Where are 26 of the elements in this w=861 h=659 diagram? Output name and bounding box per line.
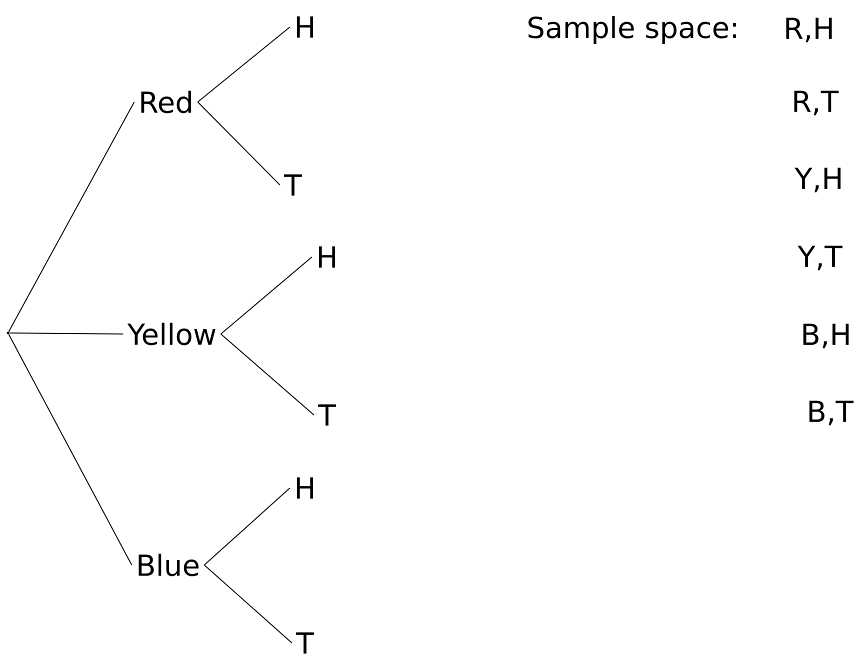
- branch-line: [8, 102, 135, 332]
- branch-label: Blue: [138, 554, 199, 576]
- sample-outcome: B,T: [809, 400, 854, 426]
- sample-space-heading: Sample space:: [528, 16, 736, 44]
- branch-line: [204, 488, 290, 566]
- branch-line: [197, 26, 290, 102]
- outcome-label: T: [284, 174, 302, 196]
- branch-line: [204, 564, 292, 644]
- branch-line: [220, 334, 314, 416]
- branch-line: [8, 334, 132, 566]
- outcome-label: H: [318, 246, 336, 268]
- outcome-label: H: [296, 16, 314, 38]
- branch-line: [197, 102, 280, 186]
- branch-line: [220, 256, 312, 334]
- sample-outcome: Y,H: [794, 168, 841, 192]
- outcome-label: H: [296, 477, 314, 499]
- sample-outcome: Y,T: [798, 246, 842, 270]
- outcome-label: T: [296, 632, 314, 654]
- branch-line: [8, 332, 124, 334]
- sample-outcome: B,H: [803, 324, 849, 348]
- junction-point: [6, 332, 10, 334]
- branch-label: Yellow: [127, 322, 216, 346]
- branch-label: Red: [141, 90, 191, 114]
- sample-outcome: R,T: [794, 90, 839, 116]
- outcome-label: T: [318, 404, 336, 426]
- sample-outcome: R,H: [786, 18, 832, 42]
